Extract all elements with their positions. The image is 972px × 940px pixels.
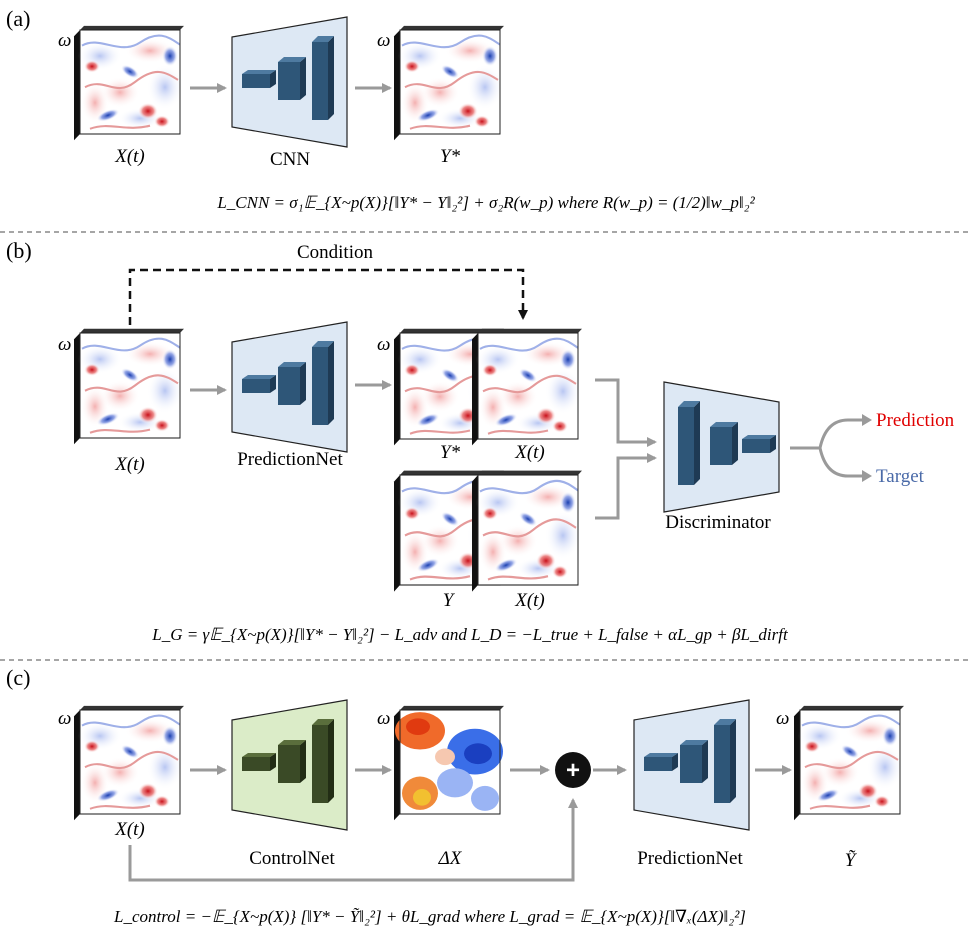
condition-arrow [128, 268, 528, 325]
input-field-image [74, 706, 184, 820]
omega-label: ω [377, 334, 390, 355]
omega-label: ω [58, 30, 71, 51]
delta-field-image [394, 706, 504, 820]
skip-connection-arrow [128, 798, 578, 882]
gan-loss-formula: L_G = γ𝔼_{X~p(X)}[‖Y* − Y‖₂²] − L_adv an… [151, 625, 789, 644]
target-pair-images [394, 471, 582, 592]
panel-c: (c) ω X(t) ControlNet ω ΔX + PredictionN… [6, 665, 904, 926]
cnn-loss-formula: L_CNN = σ₁𝔼_{X~p(X)}[‖Y* − Y‖₂²] + σ₂R(w… [216, 193, 755, 212]
pair-top-left-label: Y* [440, 442, 461, 463]
arrow-head [862, 414, 872, 426]
panel-c-label: (c) [6, 665, 30, 690]
panel-a-label: (a) [6, 6, 30, 31]
omega-label: ω [58, 334, 71, 355]
predictionnet-network-icon [231, 321, 348, 453]
input-label: X(t) [114, 146, 145, 167]
plus-node [555, 752, 591, 788]
condition-label: Condition [297, 242, 374, 263]
controlnet-label: ControlNet [249, 848, 335, 869]
arrow-head [862, 470, 872, 482]
discriminator-network-icon [663, 381, 780, 513]
plus-symbol: + [566, 757, 580, 784]
input-label: X(t) [114, 819, 145, 840]
arrow [595, 453, 657, 520]
input-field-image [74, 329, 184, 445]
control-loss-formula: L_control = −𝔼_{X~p(X)} [‖Y* − Ỹ‖₂²] + θ… [113, 907, 746, 926]
arrow [595, 378, 657, 447]
panel-a: (a) ω X(t) CNN ω Y* L_CNN = σ₁𝔼_{X~p(X)}… [6, 6, 756, 212]
controlnet-network-icon [231, 699, 348, 831]
discriminator-label: Discriminator [665, 512, 771, 533]
omega-label: ω [377, 30, 390, 51]
pair-top-right-label: X(t) [514, 442, 545, 463]
cnn-label: CNN [270, 149, 310, 170]
output-label: Y* [440, 146, 461, 167]
omega-label: ω [377, 708, 390, 729]
pair-bottom-right-label: X(t) [514, 590, 545, 611]
output-branch [790, 418, 862, 478]
generated-pair-images [394, 329, 582, 446]
output-field-image [394, 26, 504, 140]
panel-b: (b) Condition ω X(t) PredictionNet ω Y* … [6, 238, 955, 644]
input-field-image [74, 26, 184, 140]
prediction-output-label: Prediction [876, 410, 955, 431]
omega-label: ω [776, 708, 789, 729]
input-label: X(t) [114, 454, 145, 475]
pair-bottom-left-label: Y [443, 590, 456, 611]
panel-b-label: (b) [6, 238, 32, 263]
predictionnet-label: PredictionNet [237, 449, 343, 470]
omega-label: ω [58, 708, 71, 729]
predictionnet-label: PredictionNet [637, 848, 743, 869]
cnn-network-icon [231, 16, 348, 148]
output-label: Ỹ [845, 850, 858, 871]
predictionnet-network-icon [633, 699, 750, 831]
output-field-image [794, 706, 904, 820]
target-output-label: Target [876, 466, 925, 487]
delta-label: ΔX [438, 848, 463, 869]
